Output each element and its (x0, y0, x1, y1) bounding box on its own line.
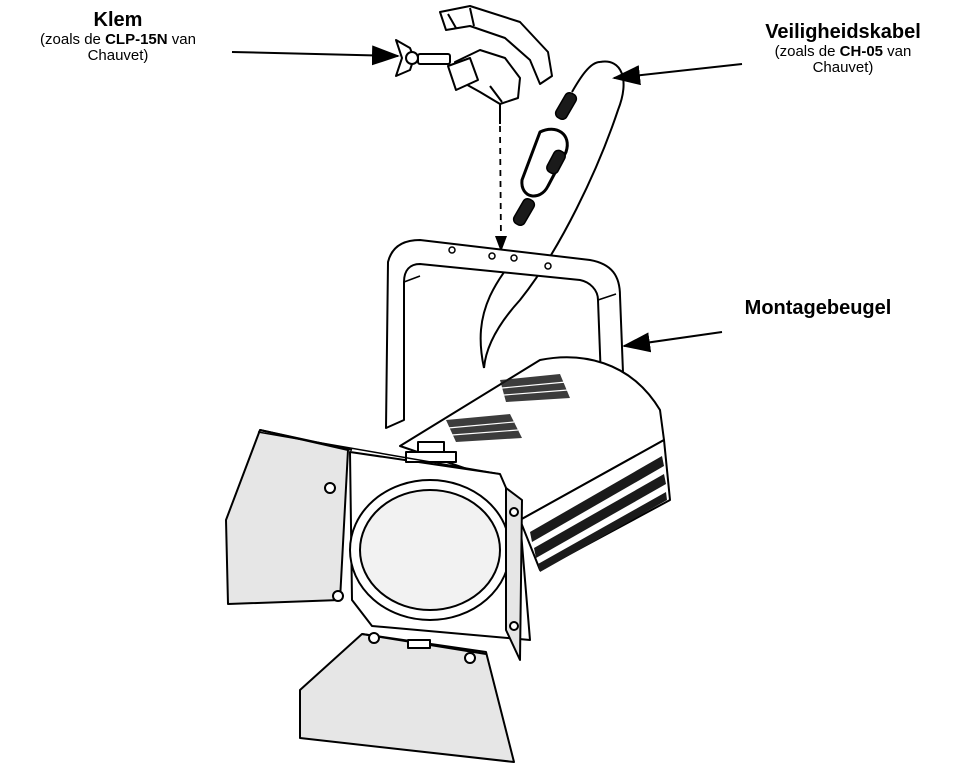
clamp-drawing (395, 5, 553, 124)
clamp-label-brand: Chauvet) (87, 46, 149, 64)
safety-cable-label-subtitle: (zoals de CH-05 van (738, 42, 948, 60)
bracket-arrow (622, 331, 723, 353)
safety-cable-model: CH-05 (839, 42, 884, 60)
mounting-drop-line (499, 125, 502, 243)
clamp-label: Klem (zoals de CLP-15N van Chauvet) (4, 9, 232, 64)
fixture-drawing (225, 239, 671, 763)
safety-cable-arrow (612, 63, 743, 86)
clamp-label-subtitle: (zoals de CLP-15N van (4, 30, 232, 48)
safety-cable-label: Veiligheidskabel (zoals de CH-05 van Cha… (738, 21, 948, 76)
clamp-label-title: Klem (93, 9, 143, 31)
mounting-drop-arrowhead (495, 236, 507, 252)
bracket-label-title: Montagebeugel (744, 297, 892, 319)
safety-cable-sub-suffix: van (883, 42, 912, 60)
safety-cable-sub-prefix: (zoals de (774, 42, 840, 60)
safety-cable-label-brand: Chauvet) (812, 58, 874, 76)
clamp-arrow (231, 45, 400, 66)
clamp-sub-suffix: van (167, 30, 196, 48)
bracket-label: Montagebeugel (718, 297, 918, 320)
clamp-model: CLP-15N (105, 30, 168, 48)
safety-cable-label-title: Veiligheidskabel (765, 21, 921, 43)
clamp-sub-prefix: (zoals de (40, 30, 106, 48)
